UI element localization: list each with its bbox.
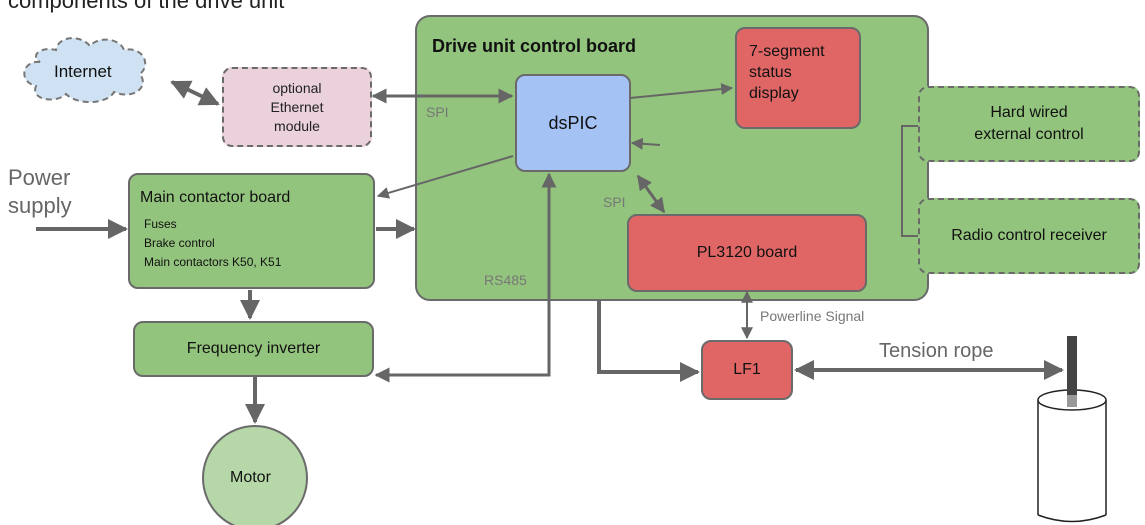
board-lf1-arrow: [597, 300, 700, 382]
seven-segment-display: 7-segment status display: [735, 27, 861, 129]
main-contactor-board: Main contactor board Fuses Brake control…: [128, 173, 375, 289]
contactor-item-main: Main contactors K50, K51: [144, 255, 282, 269]
spi-label-top: SPI: [426, 104, 449, 120]
hard-wired-control: Hard wired external control: [918, 86, 1140, 162]
internet-label: Internet: [54, 62, 112, 81]
frequency-inverter: Frequency inverter: [133, 321, 374, 377]
rs485-label: RS485: [484, 272, 527, 288]
main-contactor-title: Main contactor board: [140, 189, 291, 206]
tension-rope-label: Tension rope: [879, 340, 994, 362]
hard-wired-label: Hard wired external control: [974, 104, 1084, 143]
pl3120-board: PL3120 board: [627, 214, 867, 292]
rs485-link: [374, 172, 557, 383]
power-supply-label: Power supply: [8, 165, 72, 218]
rope-pole: [1067, 336, 1077, 404]
pl3120-label: PL3120 board: [696, 244, 798, 261]
dspic-box: dsPIC: [515, 74, 631, 172]
dspic-label: dsPIC: [548, 112, 598, 133]
radio-control-receiver: Radio control receiver: [918, 198, 1140, 274]
contactor-item-brake: Brake control: [144, 236, 215, 250]
contactor-item-fuses: Fuses: [144, 217, 177, 231]
radio-label: Radio control receiver: [951, 227, 1107, 244]
motor-label: Motor: [230, 469, 271, 486]
cut-off-heading: components of the drive unit: [8, 0, 285, 13]
seven-segment-label: 7-segment status display: [749, 43, 825, 102]
rope-cylinder: [1037, 389, 1107, 523]
ethernet-module: optional Ethernet module: [222, 67, 372, 147]
powerline-signal-label: Powerline Signal: [760, 308, 865, 324]
motor-circle: [202, 425, 308, 525]
spi-label-mid: SPI: [603, 194, 626, 210]
internet-ethernet-link: [170, 80, 220, 106]
frequency-inverter-label: Frequency inverter: [186, 340, 321, 357]
dspic-display-link: [629, 83, 734, 99]
drive-board-title: Drive unit control board: [432, 36, 637, 56]
external-control-link: [901, 125, 918, 237]
lf1-box: LF1: [701, 340, 793, 400]
ethernet-module-label: optional Ethernet module: [270, 79, 324, 134]
internet-cloud: [23, 37, 147, 103]
dspic-pl3120-spi-link: [636, 174, 666, 214]
lf1-label: LF1: [733, 361, 761, 378]
